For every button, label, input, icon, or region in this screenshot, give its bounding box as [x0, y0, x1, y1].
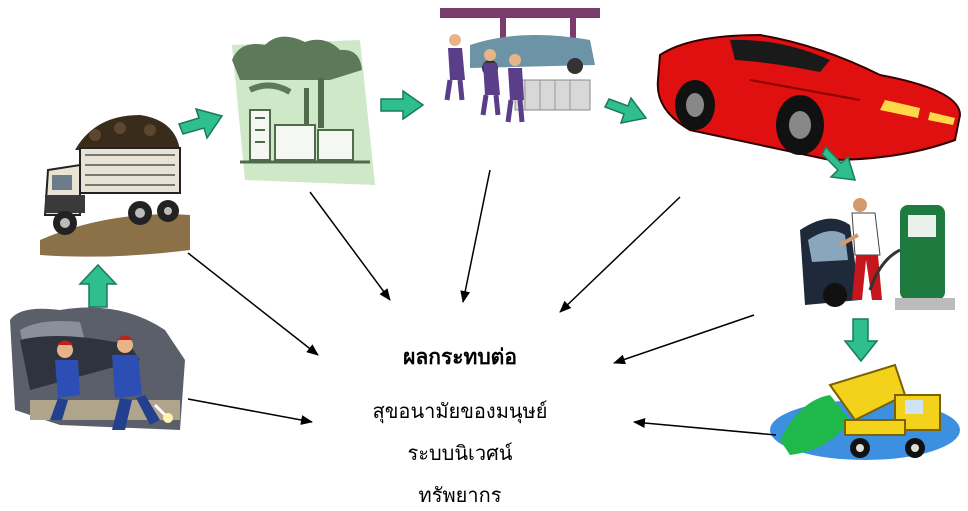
- flow-arrow-factory-to-assembly: [380, 89, 425, 121]
- impact-arrow-from-gas-station: [613, 314, 755, 365]
- factory-icon: [232, 36, 375, 185]
- flow-arrow-mine-to-truck: [78, 263, 118, 308]
- flow-arrow-truck-to-factory: [177, 107, 224, 140]
- dump-truck-icon: [770, 363, 960, 460]
- sports-car-icon: [656, 33, 962, 162]
- impact-title: ผลกระทบต่อ: [403, 344, 517, 369]
- mining-workers-icon: [10, 307, 185, 430]
- assembly-line-icon: [440, 8, 600, 123]
- impact-arrow-from-assembly: [460, 169, 491, 303]
- impact-arrow-from-factory: [309, 191, 391, 301]
- flow-arrows: [78, 89, 879, 363]
- flow-arrow-station-to-disposal: [843, 318, 879, 363]
- impact-human-health: สุขอนามัยของมนุษย์: [372, 399, 548, 423]
- impact-ecosystem: ระบบนิเวศน์: [407, 441, 513, 465]
- flow-arrow-assembly-to-car: [603, 96, 648, 124]
- impact-arrow-from-mine: [187, 398, 313, 425]
- coal-truck-icon: [40, 115, 190, 257]
- impact-arrow-from-car: [559, 196, 681, 313]
- impact-resources: ทรัพยากร: [418, 483, 502, 507]
- impact-arrow-from-coal-truck: [187, 252, 319, 356]
- flow-arrow-car-to-station: [821, 145, 857, 181]
- impact-arrow-from-dump-truck: [633, 418, 777, 436]
- impact-arrows: [187, 169, 777, 436]
- gas-station-icon: [800, 198, 955, 310]
